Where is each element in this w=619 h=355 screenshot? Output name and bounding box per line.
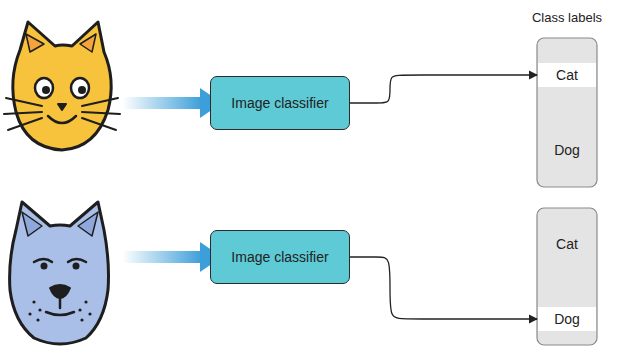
connector-arrow bbox=[350, 257, 537, 319]
dog-illustration bbox=[10, 202, 109, 344]
cat-illustration bbox=[4, 22, 120, 150]
class-label-cell: Dog bbox=[538, 307, 596, 331]
class-label-cell: Cat bbox=[538, 232, 596, 256]
class-label-cell: Dog bbox=[538, 138, 596, 162]
node-text: Dog bbox=[554, 142, 580, 158]
node-text: Cat bbox=[556, 67, 578, 83]
label-column bbox=[537, 208, 597, 345]
process-box: Image classifier bbox=[210, 230, 350, 284]
label-column bbox=[537, 38, 597, 187]
connector-arrow bbox=[350, 75, 537, 103]
process-box: Image classifier bbox=[210, 76, 350, 130]
input-arrow bbox=[122, 242, 222, 272]
input-arrow bbox=[122, 88, 222, 118]
column-heading: Class labels bbox=[532, 10, 602, 25]
node-text: Dog bbox=[554, 311, 580, 327]
node-text: Image classifier bbox=[231, 249, 328, 265]
class-label-cell: Cat bbox=[538, 63, 596, 87]
node-text: Image classifier bbox=[231, 95, 328, 111]
node-text: Cat bbox=[556, 236, 578, 252]
